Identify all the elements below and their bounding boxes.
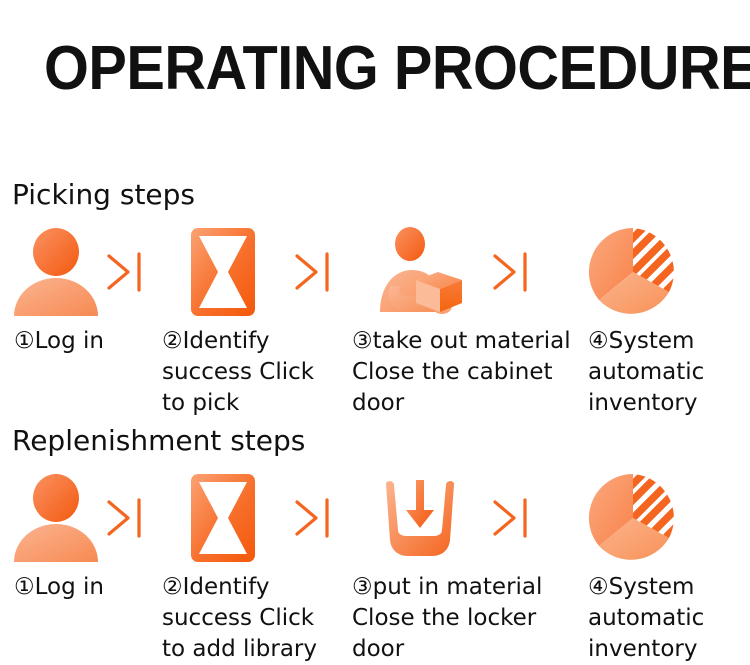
- pie-chart-icon: [585, 470, 681, 566]
- chevron-bar-icon: [486, 246, 534, 298]
- step-caption: ①Log in: [14, 328, 104, 354]
- section-heading-picking: Picking steps: [12, 178, 196, 211]
- step-caption: ④System automatic inventory: [588, 574, 705, 662]
- step-caption: ④System automatic inventory: [588, 328, 705, 416]
- put-in-icon: [372, 470, 468, 566]
- chevron-bar-icon: [486, 492, 534, 544]
- step-caption: ①Log in: [14, 574, 104, 600]
- chevron-bar-icon: [288, 492, 336, 544]
- chevron-bar-icon: [100, 246, 148, 298]
- icon-row-picking: [0, 224, 750, 320]
- icon-row-replenishment: [0, 470, 750, 566]
- chevron-bar-icon: [288, 246, 336, 298]
- step-caption: ②Identify success Click to add library: [162, 574, 318, 662]
- step-caption: ③take out material Close the cabinet doo…: [352, 328, 571, 416]
- pie-chart-icon: [585, 224, 681, 320]
- cabinet-icon: [175, 224, 271, 320]
- section-heading-replenishment: Replenishment steps: [12, 424, 306, 457]
- cabinet-icon: [175, 470, 271, 566]
- page-title: OPERATING PROCEDURES: [44, 34, 750, 103]
- carry-box-icon: [372, 224, 468, 320]
- step-caption: ②Identify success Click to pick: [162, 328, 315, 416]
- chevron-bar-icon: [100, 492, 148, 544]
- person-icon: [8, 470, 104, 566]
- person-icon: [8, 224, 104, 320]
- step-caption: ③put in material Close the locker door: [352, 574, 543, 662]
